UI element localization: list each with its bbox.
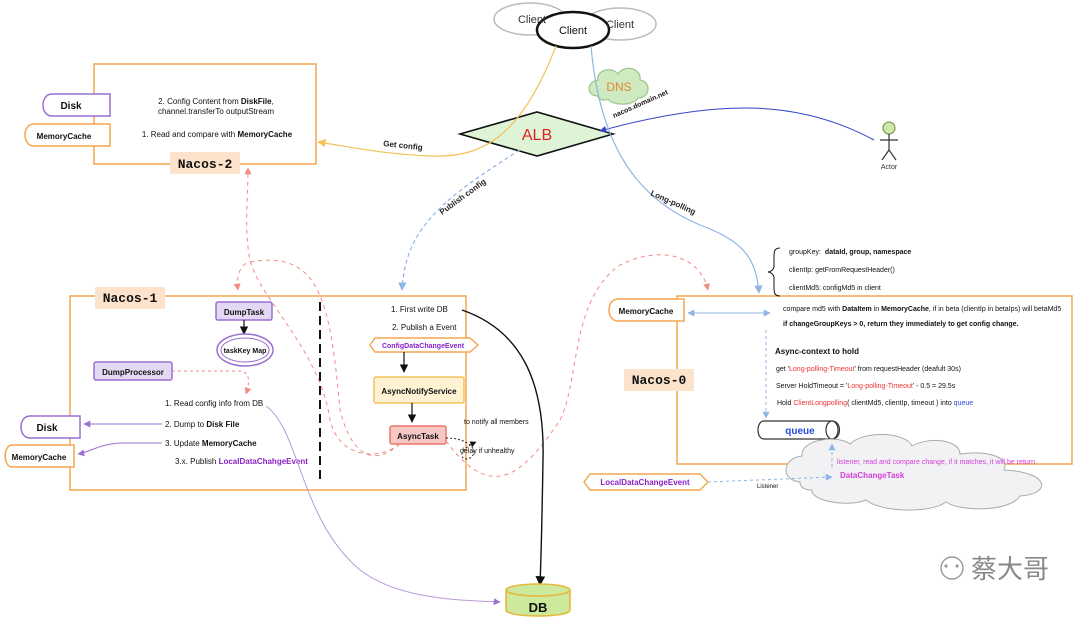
nacos2-title: Nacos-2 — [178, 157, 233, 172]
dump-task-label: DumpTask — [224, 308, 265, 317]
dump-task-box: DumpTask — [215, 301, 273, 321]
change-keys-line: if changeGroupKeys > 0, return they imme… — [783, 321, 1019, 328]
get-config-arrow — [317, 45, 557, 157]
nacos1-step3: 3. Update MemoryCache — [165, 439, 257, 448]
nacos2-title-bg — [170, 152, 240, 174]
dns-cloud: DNS — [588, 67, 649, 105]
dump-processor-flow — [172, 370, 252, 395]
long-polling-label: Long-polling — [649, 189, 697, 217]
client-group: Client Client Client — [493, 2, 657, 50]
nacos1-right-step1: 1. First write DB — [391, 305, 448, 314]
hold-line: Hold ClientLongpolling( clientMd5, clien… — [777, 400, 973, 407]
client-md5-line: clientMd5: configMd5 in client — [789, 285, 881, 292]
dns-label: DNS — [606, 80, 631, 94]
actor-to-alb-arrow — [599, 107, 875, 141]
async-context-title: Async-context to hold — [775, 347, 859, 356]
compare-md5-line: compare md5 with DataItem in MemoryCache… — [783, 306, 1061, 313]
client-label-left: Client — [518, 14, 546, 26]
nacos1-right-step2: 2. Publish a Event — [392, 323, 457, 332]
config-change-event-tag: ConfigDataChangeEvent — [369, 337, 480, 353]
nacos0-title-bg — [624, 369, 694, 391]
nacos1-memorycache-tag: MemoryCache — [4, 444, 75, 468]
nacos0-title: Nacos-0 — [632, 373, 687, 388]
group-key-line: groupKey:dataId, group, namespace — [789, 249, 911, 256]
request-params-brace — [767, 247, 781, 297]
delay-loop-arrow — [445, 437, 477, 460]
client-label-center: Client — [559, 25, 587, 37]
data-change-task-label: DataChangeTask — [840, 471, 905, 480]
async-task-box: AsyncTask — [389, 425, 447, 445]
queue-cylinder: queue — [757, 420, 841, 440]
event-to-listener-arrow — [707, 473, 833, 483]
publish-config-label: Publish config — [438, 177, 488, 217]
update-memorycache-arrow — [77, 442, 162, 457]
actor-figure: Actor — [880, 121, 898, 171]
nacos2-memorycache-label: MemoryCache — [37, 132, 92, 141]
dump-processor-box: DumpProcessor — [93, 361, 173, 381]
client-label-right: Client — [606, 19, 634, 31]
async-notify-service-box: AsyncNotifyService — [373, 376, 465, 404]
nacos1-title: Nacos-1 — [103, 291, 158, 306]
nacos1-disk-label: Disk — [36, 423, 58, 434]
nacos1-memorycache-label: MemoryCache — [12, 453, 67, 462]
nacos0-memorycache-tag: MemoryCache — [608, 298, 685, 322]
listener-note: listener, read and compare change, if it… — [837, 459, 1035, 466]
actor-label: Actor — [881, 164, 898, 171]
task-key-map: taskKey Map — [216, 333, 274, 367]
async-task-label: AsyncTask — [397, 432, 439, 441]
local-data-change-event-tag: LocalDataChangeEvent — [583, 473, 709, 491]
nacos2-line3: 1. Read and compare with MemoryCache — [142, 130, 293, 139]
get-timeout-line: get 'Long-polling-Timeout' from requestH… — [776, 366, 961, 373]
listener-label: Listener — [757, 484, 778, 490]
nacos1-step1: 1. Read config info from DB — [165, 399, 263, 408]
nacos2-memorycache-tag: MemoryCache — [24, 123, 111, 147]
nacos1-disk-tag: Disk — [20, 415, 81, 439]
notify-members-label: to notify all members — [464, 419, 529, 426]
config-change-event-label: ConfigDataChangeEvent — [382, 343, 465, 350]
alb-node: ALB — [457, 111, 616, 157]
nacos1-step3x: 3.x. Publish LocalDataChahgeEvent — [175, 457, 308, 466]
listener-cloud: listener, read and compare change, if it… — [785, 433, 1043, 511]
long-polling-arrow — [590, 45, 763, 294]
nacos2-disk-tag: Disk — [42, 93, 111, 117]
queue-label: queue — [785, 426, 815, 437]
db-label: DB — [529, 600, 548, 615]
nacos1-step2: 2. Dump to Disk File — [165, 420, 240, 429]
db-cylinder: DB — [505, 583, 571, 617]
nacos2-line2: channel.transferTo outputStream — [158, 107, 274, 116]
nacos0-memorycache-label: MemoryCache — [619, 307, 674, 316]
nacos2-disk-label: Disk — [60, 101, 82, 112]
task-key-map-label: taskKey Map — [224, 348, 267, 355]
nacos2-panel: 2. Config Content from DiskFile, channel… — [93, 63, 317, 174]
nacos2-line1: 2. Config Content from DiskFile, — [158, 97, 274, 106]
delay-unhealthy-label: delay if unhealthy — [460, 448, 515, 455]
async-to-nacos0-arrow — [445, 254, 711, 477]
local-data-change-event-label: LocalDataChangeEvent — [600, 478, 690, 487]
async-to-nacos1-arrow — [233, 259, 401, 457]
async-notify-service-label: AsyncNotifyService — [381, 387, 457, 396]
alb-label: ALB — [522, 127, 552, 144]
wechat-watermark: 蔡大哥 — [940, 554, 1049, 584]
dump-processor-label: DumpProcessor — [102, 368, 164, 377]
client-ip-line: clientIp: getFromRequestHeader() — [789, 267, 895, 274]
watermark-text: 蔡大哥 — [971, 554, 1049, 584]
read-db-arrow — [265, 405, 501, 606]
async-to-nacos2-arrow — [244, 167, 401, 455]
publish-config-arrow — [398, 149, 521, 291]
server-timeout-line: Server HoldTimeout = 'Long-polling-Timeo… — [776, 383, 956, 390]
client-node-center — [535, 10, 611, 50]
get-config-label: Get config — [383, 139, 423, 152]
write-db-arrow — [461, 309, 546, 586]
nacos1-title-bg — [95, 287, 165, 309]
